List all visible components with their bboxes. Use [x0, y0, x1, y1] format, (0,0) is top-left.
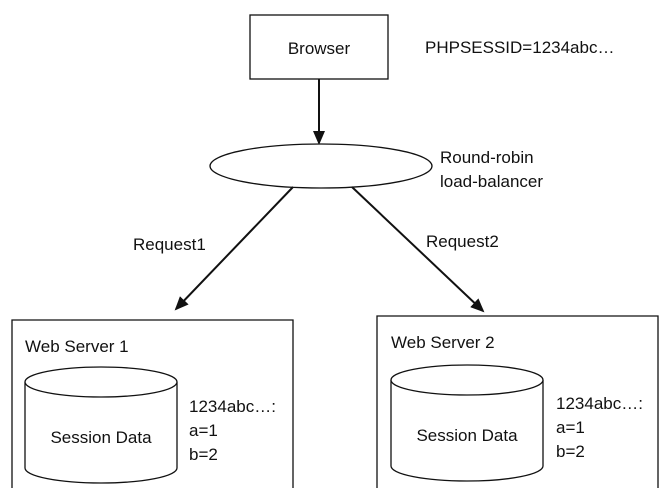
web-server-2-title: Web Server 2	[391, 333, 495, 352]
load-balancer-ellipse	[209, 143, 433, 189]
server1-var-b: b=2	[189, 445, 218, 464]
cylinder-1-top	[24, 366, 178, 398]
web-server-2-box	[376, 315, 659, 488]
web-server-2: Web Server 2 Session Data 1234abc…: a=1 …	[376, 315, 659, 488]
cylinder-2-body	[390, 380, 544, 482]
session-data-cylinder-1: Session Data	[24, 366, 178, 484]
load-balancer-label-line2: load-balancer	[440, 172, 543, 191]
request1-label: Request1	[133, 235, 206, 254]
cylinder-2-top	[390, 364, 544, 396]
session-data-label-1: Session Data	[50, 428, 152, 447]
web-server-1: Web Server 1 Session Data 1234abc…: a=1 …	[11, 319, 294, 488]
session-cookie-label: PHPSESSID=1234abc…	[425, 38, 614, 57]
load-balancer-node	[209, 143, 433, 189]
load-balancer-label-line1: Round-robin	[440, 148, 534, 167]
request2-arrow	[351, 186, 485, 313]
server2-var-b: b=2	[556, 442, 585, 461]
web-server-1-box	[11, 319, 294, 488]
request1-arrow	[174, 186, 294, 311]
server1-var-a: a=1	[189, 421, 218, 440]
server2-session-id: 1234abc…:	[556, 394, 643, 413]
request2-label: Request2	[426, 232, 499, 251]
cylinder-1-body	[24, 382, 178, 484]
server1-session-id: 1234abc…:	[189, 397, 276, 416]
web-server-1-title: Web Server 1	[25, 337, 129, 356]
session-data-cylinder-2: Session Data	[390, 364, 544, 482]
browser-label: Browser	[288, 39, 351, 58]
session-data-label-2: Session Data	[416, 426, 518, 445]
server2-var-a: a=1	[556, 418, 585, 437]
browser-node: Browser	[249, 14, 389, 80]
browser-box	[249, 14, 389, 80]
